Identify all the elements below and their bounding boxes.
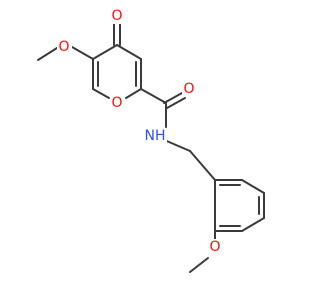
molecule-drawing: O O O O NH O [37, 8, 265, 273]
bonds [37, 23, 265, 273]
atom-o-methoxy-bottom: O [209, 239, 220, 255]
bond-omethoxy-ch3 [189, 257, 209, 273]
atom-o-ketone: O [111, 8, 122, 24]
bond-ch2a-ch2b [189, 150, 216, 181]
atom-nh: NH [145, 128, 166, 144]
atom-o-ring: O [111, 95, 122, 111]
bond-oring-c6 [92, 88, 110, 99]
atom-o-methoxy-top: O [58, 39, 69, 55]
atom-o-amide: O [183, 81, 194, 97]
bond-ch3-o-top [37, 47, 58, 61]
bond-camide-oamide-double [166, 97, 186, 109]
bond-c4-c3 [116, 44, 142, 60]
structure-svg: O O O O NH O [37, 8, 265, 273]
bond-c2-oring [125, 88, 142, 99]
bond-ph-c4-c5 [241, 217, 265, 232]
bond-c5-c4 [92, 44, 118, 60]
bond-c2-camide [140, 88, 167, 104]
atom-labels: O O O O NH O [57, 8, 223, 255]
bond-o-c5 [71, 46, 94, 60]
bond-camide-oamide [163, 92, 183, 104]
bond-ph-c2-c3 [241, 179, 265, 194]
